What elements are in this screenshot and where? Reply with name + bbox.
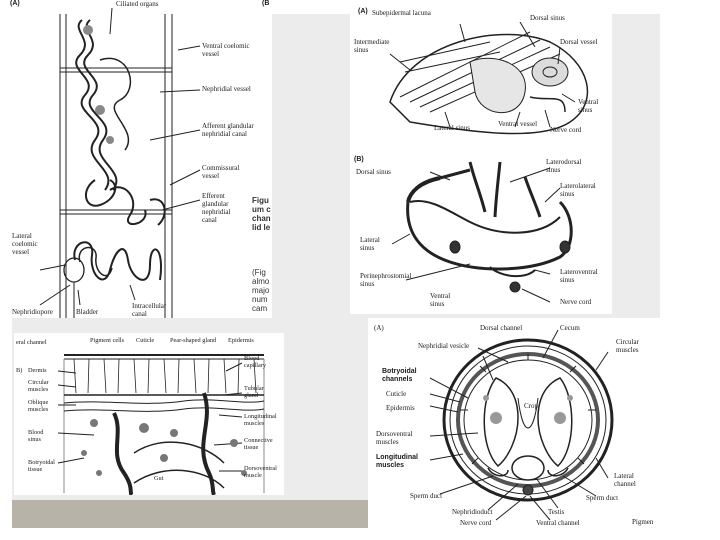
label-ventral-coelomic-vessel: Ventral coelomic vessel — [202, 42, 250, 58]
label-pigment-fragment: Pigmen — [632, 518, 654, 526]
label-laterodorsal-sinus: Laterodorsal sinus — [546, 158, 582, 174]
label-perinephrostomial-sinus: Perinephrostomial sinus — [360, 272, 412, 288]
label-circular-muscles-body-wall: Circular muscles — [28, 379, 49, 393]
transverse-letter-a: (A) — [374, 324, 384, 332]
label-pigment-cells: Pigment cells — [90, 337, 125, 344]
label-cecum: Cecum — [560, 324, 580, 332]
label-blood-sinus: Blood sinus — [28, 429, 44, 443]
label-gut: Gut — [154, 475, 164, 482]
label-lateral-sinus-b: Lateral sinus — [360, 236, 380, 252]
label-botryoidal-tissue: Botryoidal tissue — [28, 459, 55, 473]
label-efferent-glandular-nephridial-canal: Efferent glandular nephridial canal — [202, 192, 231, 224]
label-intermediate-sinus: Intermediate sinus — [354, 38, 390, 54]
label-nephridiopore: Nephridiopore — [12, 308, 53, 316]
label-dorsal-sinus-a: Dorsal sinus — [530, 14, 565, 22]
label-sperm-duct-right: Sperm duct — [586, 494, 619, 502]
panel-transverse-section-diagram: (A) Dorsal channel Cecum Nephridial vesi… — [368, 318, 660, 528]
label-intracellular-canal: Intracellular canal — [132, 302, 167, 318]
label-epidermis-body-wall: Epidermis — [228, 337, 254, 344]
label-nephridioduct: Nephridioduct — [452, 508, 493, 516]
panel-nephridium-diagram: (A) (B Ciliated organs Ventral coelomic … — [0, 0, 272, 318]
sinus-letter-a: (A) — [358, 8, 368, 15]
label-dorsoventral-muscle: Dorsoventral muscle — [244, 465, 277, 479]
label-testis: Testis — [548, 508, 565, 516]
label-sperm-duct-left: Sperm duct — [410, 492, 443, 500]
label-ventral-vessel: Ventral vessel — [498, 120, 538, 128]
label-blood-capillary: Blood capillary — [244, 355, 267, 369]
label-epidermis: Epidermis — [386, 404, 415, 412]
label-lateral-channel-fragment: eral channel — [16, 339, 47, 346]
label-cuticle-body-wall: Cuticle — [136, 337, 155, 344]
caption-fragment-2: (Fig almo majo num cam — [252, 268, 270, 313]
label-crop: Crop — [524, 402, 538, 410]
label-dorsal-vessel: Dorsal vessel — [560, 38, 598, 46]
sinus-letter-b: (B) — [354, 156, 364, 163]
label-lateroventral-sinus: Lateroventral sinus — [560, 268, 598, 284]
label-connective-tissue: Connective tissue — [244, 437, 273, 451]
body-wall-letter-b: B) — [16, 367, 23, 374]
label-lateral-channel: Lateral channel — [614, 472, 636, 488]
label-longitudinal-muscles: Longitudinal muscles — [376, 454, 418, 469]
panel-letter-a: (A) — [10, 0, 20, 7]
label-pear-shaped-gland: Pear-shaped gland — [170, 337, 217, 344]
panel-body-wall-diagram: eral channel Pigment cells Cuticle Pear-… — [14, 333, 284, 495]
label-tubular-gland: Tubular gland — [244, 385, 264, 399]
transverse-section-drawing — [429, 329, 614, 521]
label-longitudinal-muscles-body-wall: Longitudinal muscles — [244, 413, 277, 427]
label-dorsal-sinus-b: Dorsal sinus — [356, 168, 391, 176]
label-lateral-coelomic-vessel: Lateral coelomic vessel — [12, 232, 38, 256]
label-nephridial-vessel: Nephridial vessel — [202, 85, 251, 93]
label-commissural-vessel: Commissural vessel — [202, 164, 240, 180]
label-subepidermal-lacuna: Subepidermal lacuna — [372, 9, 431, 17]
panel-sinus-system-diagram: (A) Subepidermal lacuna Dorsal sinus Dor… — [350, 2, 612, 314]
label-afferent-glandular-nephridial-canal: Afferent glandular nephridial canal — [202, 122, 254, 138]
label-ventral-channel: Ventral channel — [536, 519, 580, 527]
label-nerve-cord-a: Nerve cord — [550, 126, 582, 134]
label-ventral-sinus-b: Ventral sinus — [430, 292, 451, 308]
label-laterolateral-sinus: Laterolateral sinus — [560, 182, 596, 198]
label-nerve-cord-b: Nerve cord — [560, 298, 592, 306]
label-dorsoventral-muscles: Dorsoventral muscles — [376, 430, 413, 446]
label-nephridial-vesicle: Nephridial vesicle — [418, 342, 470, 350]
label-ciliated-organs: Ciliated organs — [116, 0, 159, 8]
body-wall-drawing — [57, 354, 265, 495]
sinus-system-drawing — [389, 21, 589, 303]
label-cuticle: Cuticle — [386, 390, 407, 398]
label-oblique-muscles: Oblique muscles — [28, 399, 49, 413]
caption-fragment-1: Figu um c chan lid le — [252, 196, 271, 232]
label-nerve-cord: Nerve cord — [460, 519, 492, 527]
label-botryoidal-channels: Botryoidal channels — [382, 368, 417, 383]
panel-letter-b-fragment: (B — [262, 0, 270, 7]
nephridium-drawing — [39, 7, 201, 318]
label-dorsal-channel: Dorsal channel — [480, 324, 523, 332]
label-bladder: Bladder — [76, 308, 99, 316]
label-circular-muscles: Circular muscles — [616, 338, 639, 354]
label-dermis: Dermis — [28, 367, 47, 374]
label-ventral-sinus-a: Ventral sinus — [578, 98, 599, 114]
label-lateral-sinus-a: Lateral sinus — [434, 124, 470, 132]
